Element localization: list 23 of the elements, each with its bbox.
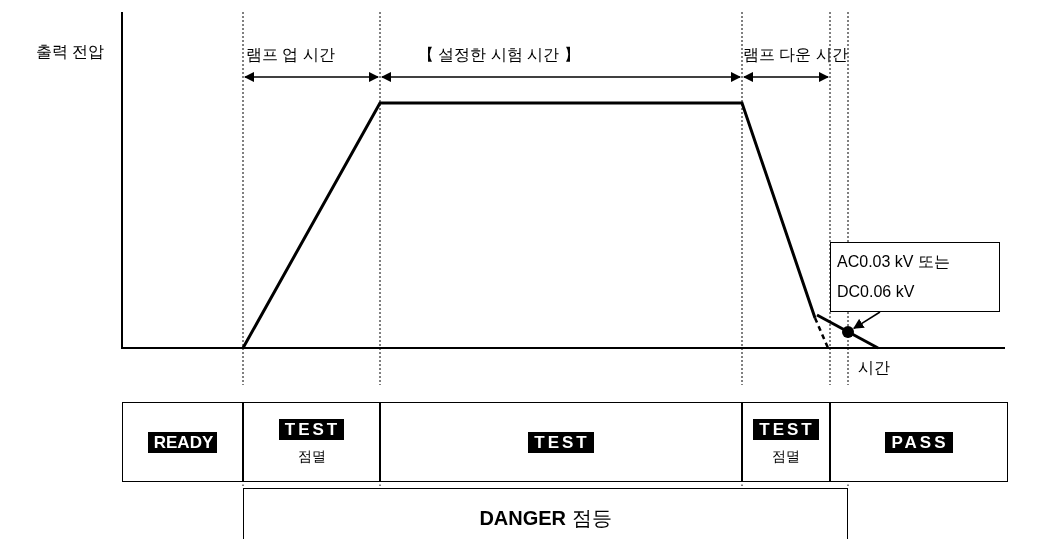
- leader-line: [853, 311, 881, 330]
- point-dot: [842, 326, 854, 338]
- axis-label: 출력 전압: [36, 42, 105, 62]
- callout-box: [830, 242, 1000, 312]
- status-cell: [742, 402, 830, 482]
- duration-label: 램프 다운 시간: [743, 45, 848, 65]
- status-cell: [243, 402, 380, 482]
- status-cell: [122, 402, 243, 482]
- indicator-box: [243, 488, 848, 539]
- duration-label: 【 설정한 시험 시간 】: [418, 45, 580, 65]
- status-label: READY: [147, 431, 218, 453]
- status-cell: [380, 402, 742, 482]
- duration-label: 램프 업 시간: [246, 45, 335, 65]
- status-label: TEST: [528, 431, 594, 453]
- indicator-text: DANGER 점등: [479, 505, 612, 531]
- status-note: 점멸: [297, 447, 326, 466]
- axis-label: 시간: [858, 358, 890, 378]
- status-note: 점멸: [772, 447, 800, 466]
- status-cell: [830, 402, 1008, 482]
- callout-text: AC0.03 kV 또는 DC0.06 kV: [836, 252, 951, 302]
- status-label: TEST: [278, 418, 345, 440]
- status-label: TEST: [753, 418, 819, 440]
- status-label: PASS: [885, 431, 953, 453]
